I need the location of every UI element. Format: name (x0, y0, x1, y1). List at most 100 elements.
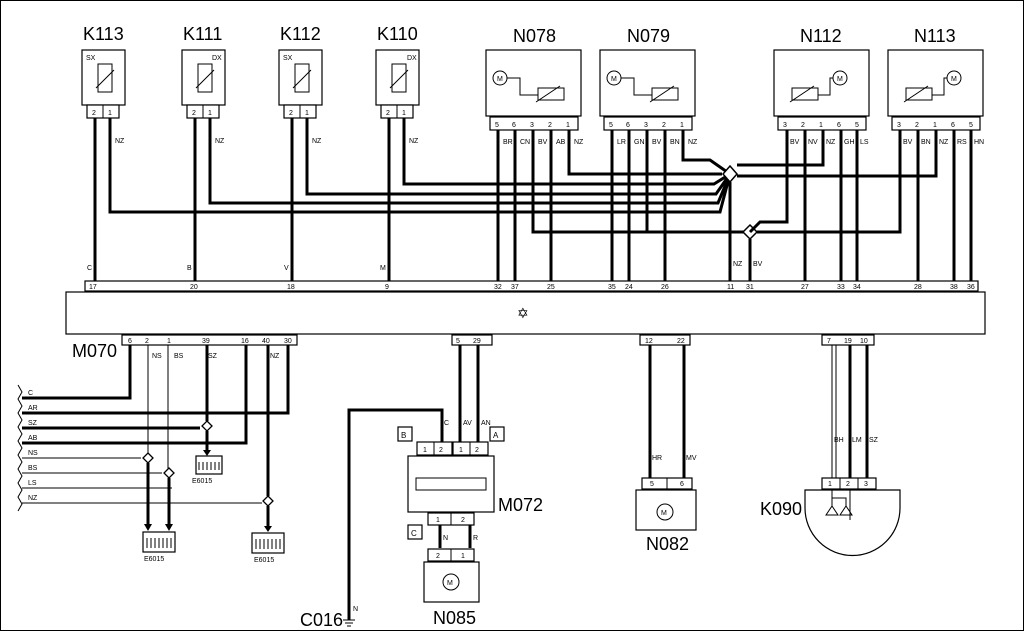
svg-text:LS: LS (28, 480, 37, 487)
svg-text:SX: SX (283, 55, 293, 62)
actuator-n078: N078 M 5 6 3 2 1 BR CN BV AB NZ (485, 26, 584, 146)
svg-text:1: 1 (423, 447, 427, 454)
motor-n085: 2 1 M N085 (423, 548, 480, 628)
svg-text:M: M (837, 76, 843, 83)
svg-text:M: M (497, 76, 503, 83)
svg-text:2: 2 (475, 447, 479, 454)
svg-text:1: 1 (828, 481, 832, 488)
svg-text:37: 37 (511, 284, 519, 291)
svg-text:3: 3 (783, 122, 787, 129)
m070-top-connector (84, 280, 979, 292)
svg-text:10: 10 (860, 338, 868, 345)
svg-text:NZ: NZ (312, 138, 322, 145)
svg-text:2: 2 (439, 447, 443, 454)
k111-label: K111 (183, 24, 222, 44)
svg-text:M: M (611, 76, 617, 83)
svg-text:5: 5 (969, 122, 973, 129)
svg-text:LM: LM (852, 437, 862, 444)
svg-text:5: 5 (495, 122, 499, 129)
svg-text:1: 1 (436, 517, 440, 524)
svg-text:3: 3 (897, 122, 901, 129)
actuator-n112: N112 M 3 2 1 6 5 BV NV NZ GH LS (773, 26, 870, 146)
m070-label: M070 (72, 341, 117, 361)
svg-text:N085: N085 (433, 608, 476, 628)
m070-top-pin-labels: 17 20 18 9 32 37 25 35 24 26 11 31 27 33… (89, 284, 975, 291)
svg-text:28: 28 (914, 284, 922, 291)
svg-text:1: 1 (566, 122, 570, 129)
svg-text:3: 3 (530, 122, 534, 129)
svg-text:19: 19 (844, 338, 852, 345)
svg-text:6: 6 (837, 122, 841, 129)
svg-text:NZ: NZ (409, 138, 419, 145)
heater-e6015-3: E6015 (251, 532, 285, 564)
svg-text:BN: BN (921, 139, 931, 146)
svg-text:N078: N078 (513, 26, 556, 46)
svg-text:1: 1 (167, 338, 171, 345)
svg-text:R: R (473, 535, 478, 542)
svg-text:SZ: SZ (208, 353, 218, 360)
svg-text:30: 30 (284, 338, 292, 345)
svg-text:B: B (401, 431, 406, 440)
actuator-n079: N079 M 5 6 3 2 1 LR GN BV BN NZ (599, 26, 698, 146)
sensor-k112: K112 SX 2 1 NZ (278, 24, 323, 145)
svg-text:18: 18 (287, 284, 295, 291)
svg-text:N113: N113 (914, 26, 956, 46)
svg-text:17: 17 (89, 284, 97, 291)
sensor-k113: K113 SX 2 1 NZ (81, 24, 126, 145)
svg-text:NV: NV (808, 139, 818, 146)
svg-text:NZ: NZ (574, 139, 584, 146)
svg-text:32: 32 (494, 284, 502, 291)
svg-text:BN: BN (670, 139, 680, 146)
svg-text:AB: AB (556, 139, 566, 146)
svg-text:16: 16 (241, 338, 249, 345)
svg-text:RS: RS (957, 139, 967, 146)
k112-label: K112 (280, 24, 321, 44)
svg-text:2: 2 (461, 517, 465, 524)
sensor-k111: K111 DX 2 1 NZ (181, 24, 226, 145)
svg-text:25: 25 (547, 284, 555, 291)
svg-text:39: 39 (202, 338, 210, 345)
svg-text:9: 9 (385, 284, 389, 291)
left-harness-labels: C AR SZ AB NS BS LS NZ (28, 390, 38, 502)
svg-text:BV: BV (538, 139, 548, 146)
svg-text:1: 1 (819, 122, 823, 129)
svg-text:NZ: NZ (270, 353, 280, 360)
svg-text:NS: NS (28, 450, 38, 457)
motor-n082: 5 6 M N082 (635, 477, 697, 554)
ground-c016: N C016 (300, 606, 358, 630)
svg-text:NZ: NZ (215, 138, 225, 145)
k113-label: K113 (83, 24, 124, 44)
svg-text:E6015: E6015 (144, 556, 164, 563)
svg-text:C016: C016 (300, 610, 343, 630)
svg-text:AV: AV (463, 420, 472, 427)
svg-text:M: M (380, 265, 386, 272)
svg-text:6: 6 (512, 122, 516, 129)
svg-text:K090: K090 (760, 499, 802, 519)
svg-text:38: 38 (950, 284, 958, 291)
svg-text:CN: CN (520, 139, 530, 146)
svg-text:34: 34 (853, 284, 861, 291)
svg-text:C: C (444, 420, 449, 427)
m070-control-unit (65, 291, 986, 335)
svg-text:BR: BR (503, 139, 513, 146)
wire-k113-1 (108, 118, 732, 214)
svg-text:M072: M072 (498, 495, 543, 515)
svg-text:M: M (661, 510, 667, 517)
svg-text:AR: AR (28, 405, 38, 412)
svg-text:5: 5 (855, 122, 859, 129)
svg-text:24: 24 (625, 284, 633, 291)
svg-text:5: 5 (650, 481, 654, 488)
svg-text:M: M (447, 580, 453, 587)
svg-text:A: A (493, 431, 499, 440)
svg-text:31: 31 (746, 284, 754, 291)
svg-text:40: 40 (262, 338, 270, 345)
svg-text:AN: AN (481, 420, 491, 427)
svg-text:N112: N112 (800, 26, 842, 46)
svg-text:1: 1 (461, 553, 465, 560)
svg-text:36: 36 (967, 284, 975, 291)
svg-text:33: 33 (837, 284, 845, 291)
svg-text:5: 5 (609, 122, 613, 129)
svg-text:2: 2 (192, 110, 196, 117)
svg-text:N: N (443, 535, 448, 542)
